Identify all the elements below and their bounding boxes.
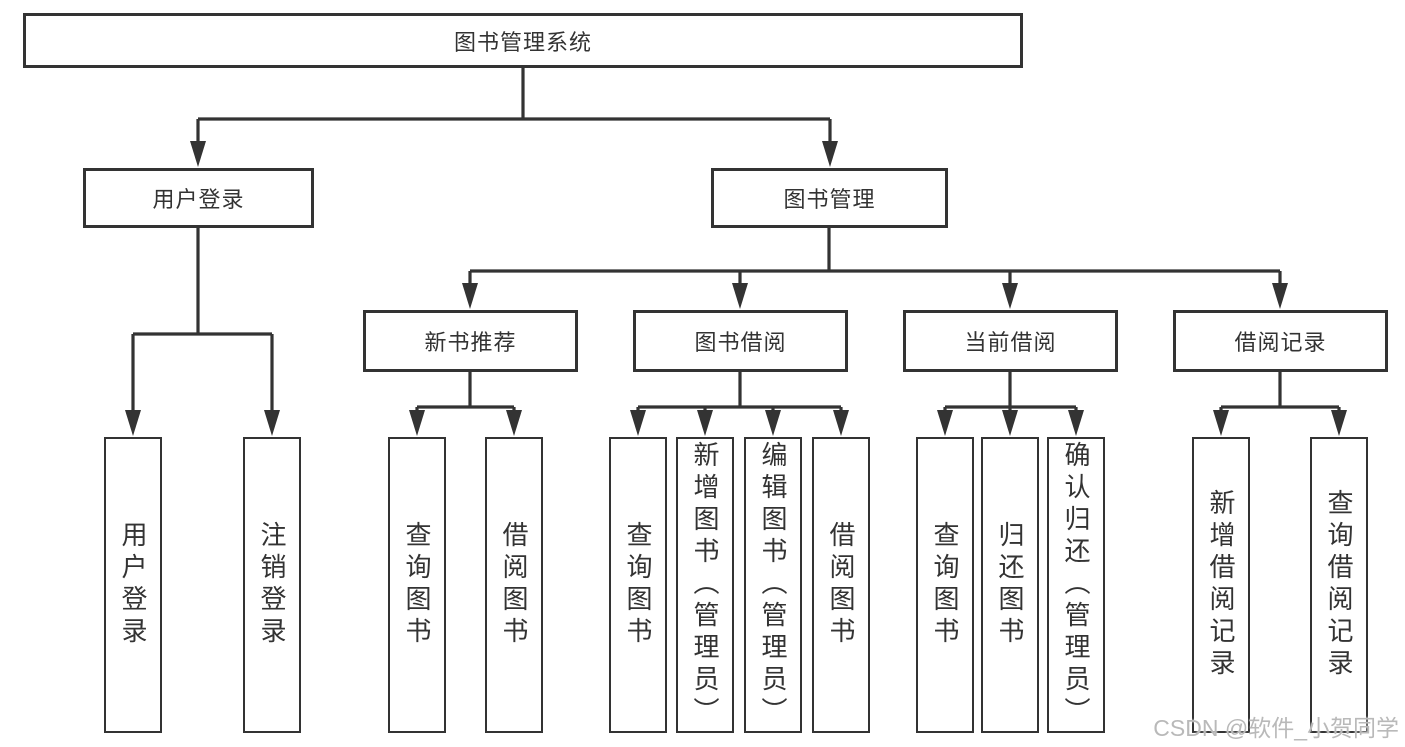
leaf-logout-label: 注销登录 xyxy=(257,521,287,649)
leaf-query-books-1-label: 查询图书 xyxy=(402,521,432,649)
leaf-edit-books-admin: 编辑图书（管理员） xyxy=(744,437,802,733)
node-book-management-label: 图书管理 xyxy=(783,187,876,212)
leaf-query-borrow-record-label: 查询借阅记录 xyxy=(1324,489,1354,681)
leaf-borrow-books-1-label: 借阅图书 xyxy=(499,521,529,649)
node-book-management: 图书管理 xyxy=(711,168,948,228)
leaf-user-login-label: 用户登录 xyxy=(118,521,148,649)
leaf-add-books-admin-label: 新增图书（管理员） xyxy=(690,441,720,729)
leaf-add-borrow-record-label: 新增借阅记录 xyxy=(1206,489,1236,681)
leaf-query-books-1: 查询图书 xyxy=(388,437,446,733)
node-new-book-recommend: 新书推荐 xyxy=(363,310,578,372)
leaf-return-books-label: 归还图书 xyxy=(995,521,1025,649)
node-book-borrow-label: 图书借阅 xyxy=(694,330,787,355)
node-borrow-records-label: 借阅记录 xyxy=(1234,330,1327,355)
leaf-borrow-books-1: 借阅图书 xyxy=(485,437,543,733)
node-user-login-label: 用户登录 xyxy=(152,187,245,212)
leaf-add-borrow-record: 新增借阅记录 xyxy=(1192,437,1250,733)
leaf-add-books-admin: 新增图书（管理员） xyxy=(676,437,734,733)
node-new-book-recommend-label: 新书推荐 xyxy=(424,330,517,355)
leaf-query-books-3-label: 查询图书 xyxy=(930,521,960,649)
leaf-logout: 注销登录 xyxy=(243,437,301,733)
leaf-query-books-2-label: 查询图书 xyxy=(623,521,653,649)
leaf-user-login: 用户登录 xyxy=(104,437,162,733)
node-user-login: 用户登录 xyxy=(83,168,314,228)
node-root: 图书管理系统 xyxy=(23,13,1023,68)
node-current-borrow: 当前借阅 xyxy=(903,310,1118,372)
leaf-confirm-return-admin: 确认归还（管理员） xyxy=(1047,437,1105,733)
leaf-edit-books-admin-label: 编辑图书（管理员） xyxy=(758,441,788,729)
leaf-confirm-return-admin-label: 确认归还（管理员） xyxy=(1061,441,1091,729)
leaf-query-books-2: 查询图书 xyxy=(609,437,667,733)
node-root-label: 图书管理系统 xyxy=(453,29,592,55)
leaf-borrow-books-2-label: 借阅图书 xyxy=(826,521,856,649)
leaf-query-borrow-record: 查询借阅记录 xyxy=(1310,437,1368,733)
leaf-return-books: 归还图书 xyxy=(981,437,1039,733)
leaf-borrow-books-2: 借阅图书 xyxy=(812,437,870,733)
node-borrow-records: 借阅记录 xyxy=(1173,310,1388,372)
leaf-query-books-3: 查询图书 xyxy=(916,437,974,733)
node-book-borrow: 图书借阅 xyxy=(633,310,848,372)
node-current-borrow-label: 当前借阅 xyxy=(964,330,1057,355)
